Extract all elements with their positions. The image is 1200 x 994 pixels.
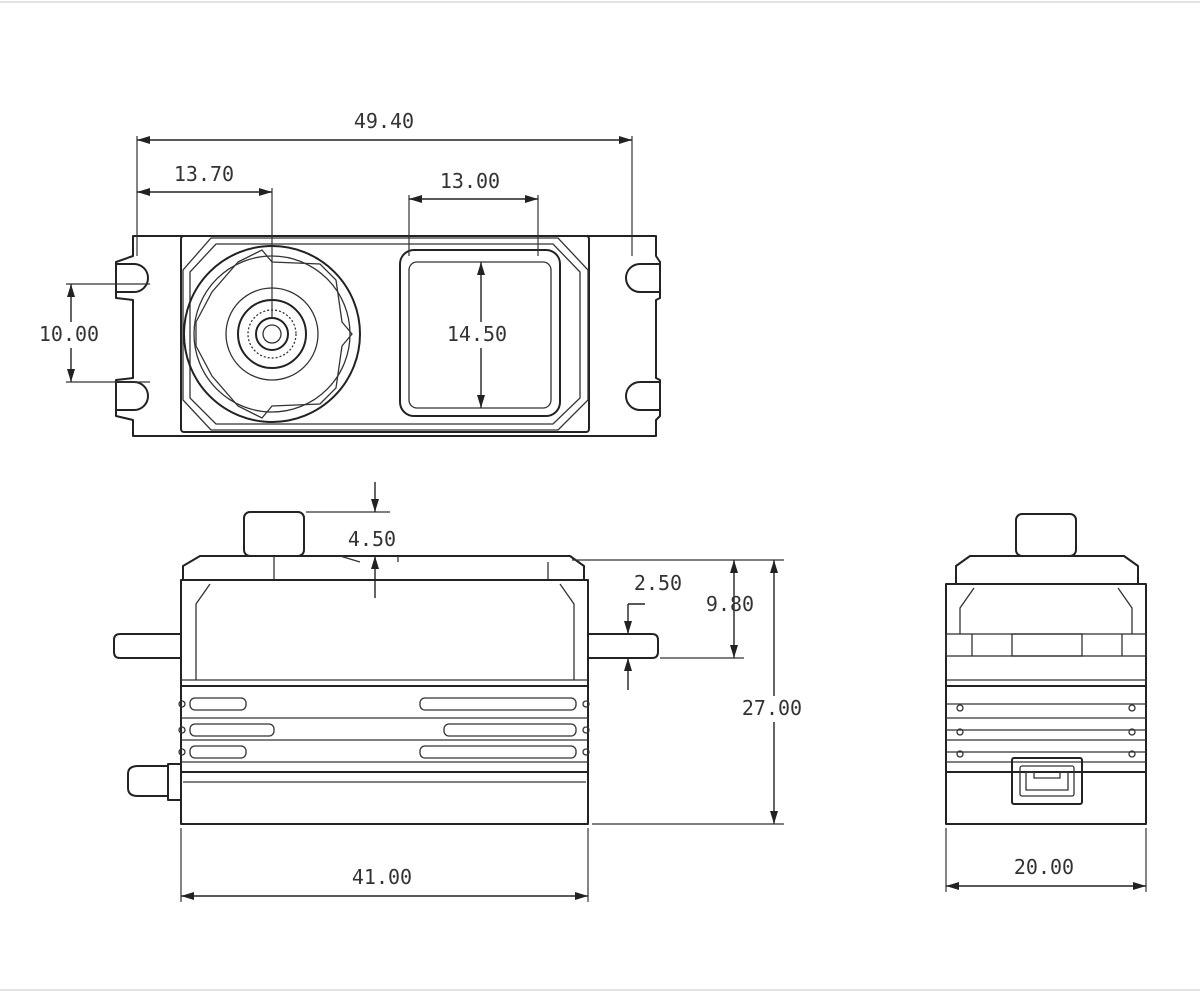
- side-view: [113, 511, 659, 825]
- dim-body-depth: 20.00: [1014, 855, 1074, 879]
- side-view-dimensions: 4.50 2.50 9.80 27.00 41.00: [180, 482, 808, 902]
- side-bottom-case: [180, 771, 589, 825]
- side-cable-exit: [127, 763, 182, 801]
- side-right-flange: [587, 633, 659, 659]
- end-connector: [1011, 757, 1083, 805]
- top-left-upper-slot: [115, 263, 149, 293]
- top-body-inner-chamfer: [189, 243, 581, 425]
- label-window-outer: [399, 249, 561, 417]
- dim-body-length: 41.00: [352, 865, 412, 889]
- end-view-dimensions: 20.00: [945, 828, 1147, 892]
- dim-label-width: 13.00: [440, 169, 500, 193]
- dim-spline-height: 4.50: [348, 527, 396, 551]
- side-fin-slot: [189, 697, 247, 711]
- dim-overall-width: 49.40: [354, 109, 414, 133]
- dim-label-height: 14.50: [447, 322, 507, 346]
- side-fin-slot: [443, 723, 577, 737]
- side-fin-slot: [419, 697, 577, 711]
- dim-flange-thickness: 2.50: [634, 571, 682, 595]
- dim-body-height: 27.00: [742, 696, 802, 720]
- top-flange-outline: [115, 235, 661, 437]
- side-fin-slot: [189, 745, 247, 759]
- side-fin-slot: [419, 745, 577, 759]
- label-window-inner: [408, 261, 552, 409]
- end-flange-ear: [1011, 633, 1083, 657]
- top-body-chamfer: [182, 237, 589, 431]
- output-shaft-screw-hole: [262, 324, 282, 344]
- dim-hole-spacing: 10.00: [39, 322, 99, 346]
- side-fin-slot: [189, 723, 275, 737]
- top-body-outline: [180, 235, 590, 433]
- end-view: [945, 513, 1147, 825]
- end-bottom-case: [945, 771, 1147, 825]
- dim-flange-height: 9.80: [706, 592, 754, 616]
- side-left-flange: [113, 633, 182, 659]
- dim-shaft-offset: 13.70: [174, 162, 234, 186]
- top-view-dimensions: 49.40 13.70 13.00 10.00 14.50: [36, 109, 633, 408]
- gear-housing-ribs: [195, 249, 353, 419]
- top-right-lower-slot: [625, 381, 661, 411]
- top-right-upper-slot: [625, 263, 661, 293]
